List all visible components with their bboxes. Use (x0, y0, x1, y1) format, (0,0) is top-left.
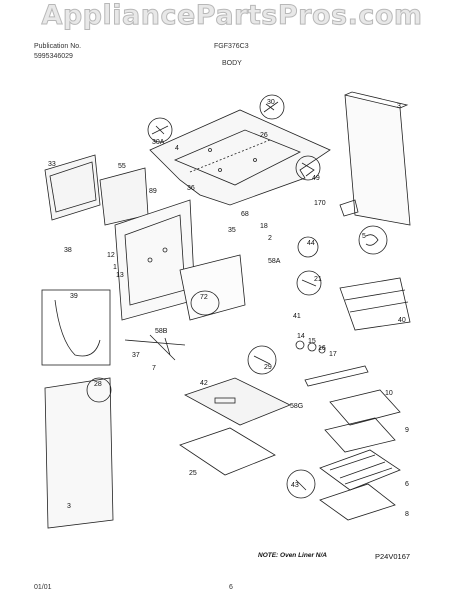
callout-72: 72 (200, 294, 208, 301)
callout-16: 16 (318, 345, 326, 352)
callout-21: 21 (314, 276, 322, 283)
callout-28: 28 (94, 381, 102, 388)
callout-55: 55 (118, 163, 126, 170)
publication-label: Publication No. (34, 43, 82, 50)
callout-38: 38 (64, 247, 72, 254)
callout-3-top: 3 (397, 103, 401, 110)
callout-170: 170 (314, 200, 326, 207)
callout-6: 6 (405, 481, 409, 488)
oven-liner-note: NOTE: Oven Liner N/A (258, 552, 327, 559)
footer-date: 01/01 (34, 584, 52, 591)
publication-number: 5995346029 (34, 53, 73, 60)
callout-8: 8 (405, 511, 409, 518)
callout-44: 44 (307, 240, 315, 247)
callout-2: 2 (268, 235, 272, 242)
callout-25: 25 (189, 470, 197, 477)
callout-49: 49 (312, 175, 320, 182)
callout-13: 13 (116, 272, 124, 279)
figure-code: P24V0167 (375, 552, 411, 561)
callout-89: 89 (149, 188, 157, 195)
back-panel-part (344, 91, 411, 226)
callout-5: 5 (362, 233, 366, 240)
callout-26: 26 (260, 132, 268, 139)
callout-42: 42 (200, 380, 208, 387)
callout-36: 36 (187, 185, 195, 192)
callout-12: 12 (107, 252, 115, 259)
callout-58b: 58B (155, 328, 168, 335)
page-number: 6 (229, 584, 233, 591)
callout-43: 43 (291, 482, 299, 489)
callout-7: 7 (152, 365, 156, 372)
callout-1: 1 (113, 264, 117, 271)
callout-37: 37 (132, 352, 140, 359)
model-number: FGF376C3 (214, 43, 249, 50)
callout-58g: 58G (290, 403, 303, 410)
callout-58a: 58A (268, 258, 281, 265)
callout-9: 9 (405, 427, 409, 434)
callout-33: 33 (48, 161, 56, 168)
callout-4: 4 (175, 145, 179, 152)
callout-35: 35 (228, 227, 236, 234)
callout-41: 41 (293, 313, 301, 320)
top-panel-part (149, 109, 331, 206)
section-title: BODY (222, 60, 242, 67)
callout-10: 10 (385, 390, 393, 397)
callout-15: 15 (308, 338, 316, 345)
callout-14: 14 (297, 333, 305, 340)
callout-68: 68 (241, 211, 249, 218)
callout-30: 30 (267, 99, 275, 106)
callout-30a: 30A (152, 139, 165, 146)
callout-40: 40 (398, 317, 406, 324)
callout-18: 18 (260, 223, 268, 230)
callout-39: 39 (70, 293, 78, 300)
callout-17: 17 (329, 351, 337, 358)
watermark: AppliancePartsPros.com (41, 0, 423, 32)
callout-29: 29 (264, 364, 272, 371)
callout-3-bottom: 3 (67, 503, 71, 510)
